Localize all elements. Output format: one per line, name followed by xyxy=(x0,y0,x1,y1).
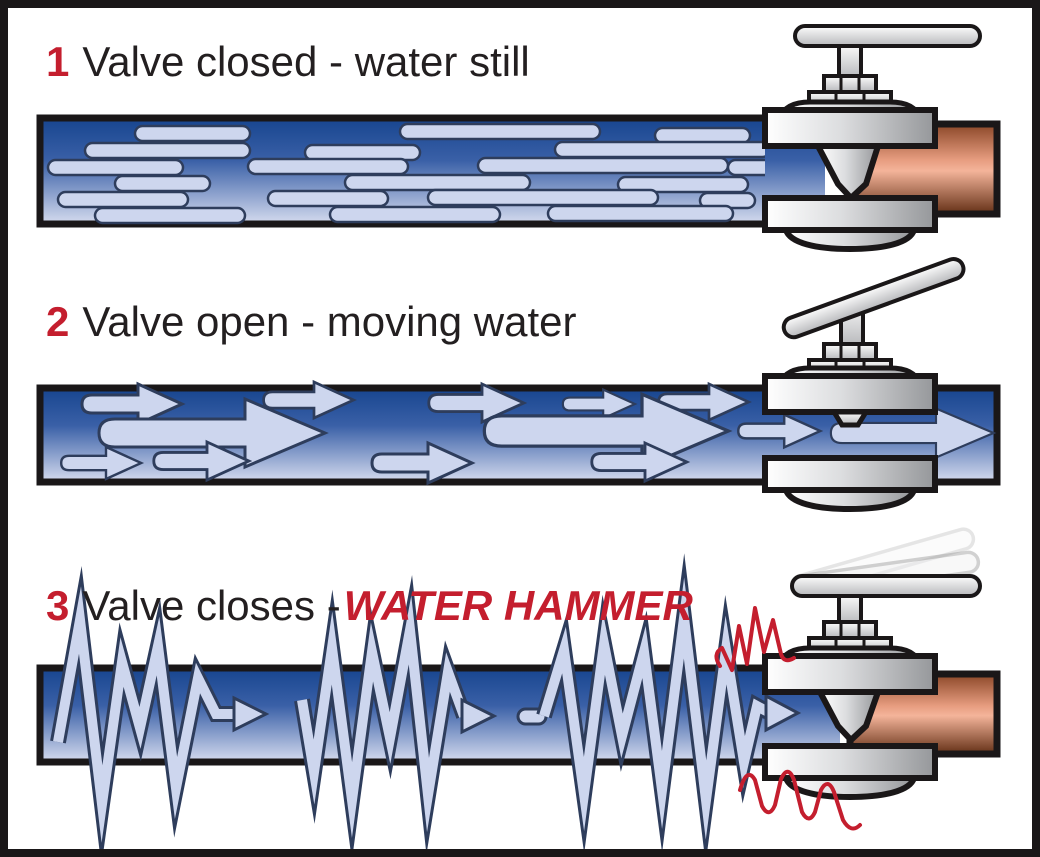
step-2-title: Valve open - moving water xyxy=(82,298,577,345)
water-gap xyxy=(765,146,825,198)
valve-stem xyxy=(837,592,863,626)
step-3-number: 3 xyxy=(46,582,70,629)
valve-lower-dome xyxy=(781,775,919,801)
panel-2-moving-water xyxy=(36,257,1001,513)
panel-1-still-water xyxy=(36,24,1001,253)
valve-lower-flange xyxy=(762,743,938,781)
valve-closed-icon xyxy=(762,24,982,253)
water-hammer-emphasis: WATER HAMMER xyxy=(343,582,693,629)
step-2-label: 2 Valve open - moving water xyxy=(46,298,577,345)
valve-plug-closing xyxy=(815,689,883,745)
valve-lower-dome xyxy=(781,487,919,513)
valve-lower-flange xyxy=(762,195,938,233)
valve-lower-flange xyxy=(762,455,938,493)
step-3-label: 3 Valve closes -WATER HAMMER xyxy=(46,582,693,629)
valve-lower-dome xyxy=(781,227,919,253)
valve-handle xyxy=(793,24,982,48)
shockwave-zigzags xyxy=(50,553,802,857)
valve-handle xyxy=(790,574,982,598)
step-1-number: 1 xyxy=(46,38,70,85)
step-3-title: Valve closes - xyxy=(82,582,341,629)
vibration-squiggle-bottom xyxy=(738,769,862,831)
still-water-streaks xyxy=(46,122,780,225)
valve-plug-retracted xyxy=(829,409,871,428)
step-1-title: Valve closed - water still xyxy=(82,38,530,85)
vibration-marks xyxy=(714,606,862,831)
valve-upper-flange xyxy=(762,107,938,149)
valve-open-icon xyxy=(762,257,966,513)
valve-plug-closed xyxy=(813,143,883,203)
panel-3-water-hammer xyxy=(36,527,1001,857)
step-1-label: 1 Valve closed - water still xyxy=(46,38,530,85)
valve-handle-tilted xyxy=(781,257,966,340)
valve-upper-flange xyxy=(762,373,938,415)
valve-stem xyxy=(837,42,863,80)
step-2-number: 2 xyxy=(46,298,70,345)
vibration-squiggle-top xyxy=(714,606,796,672)
